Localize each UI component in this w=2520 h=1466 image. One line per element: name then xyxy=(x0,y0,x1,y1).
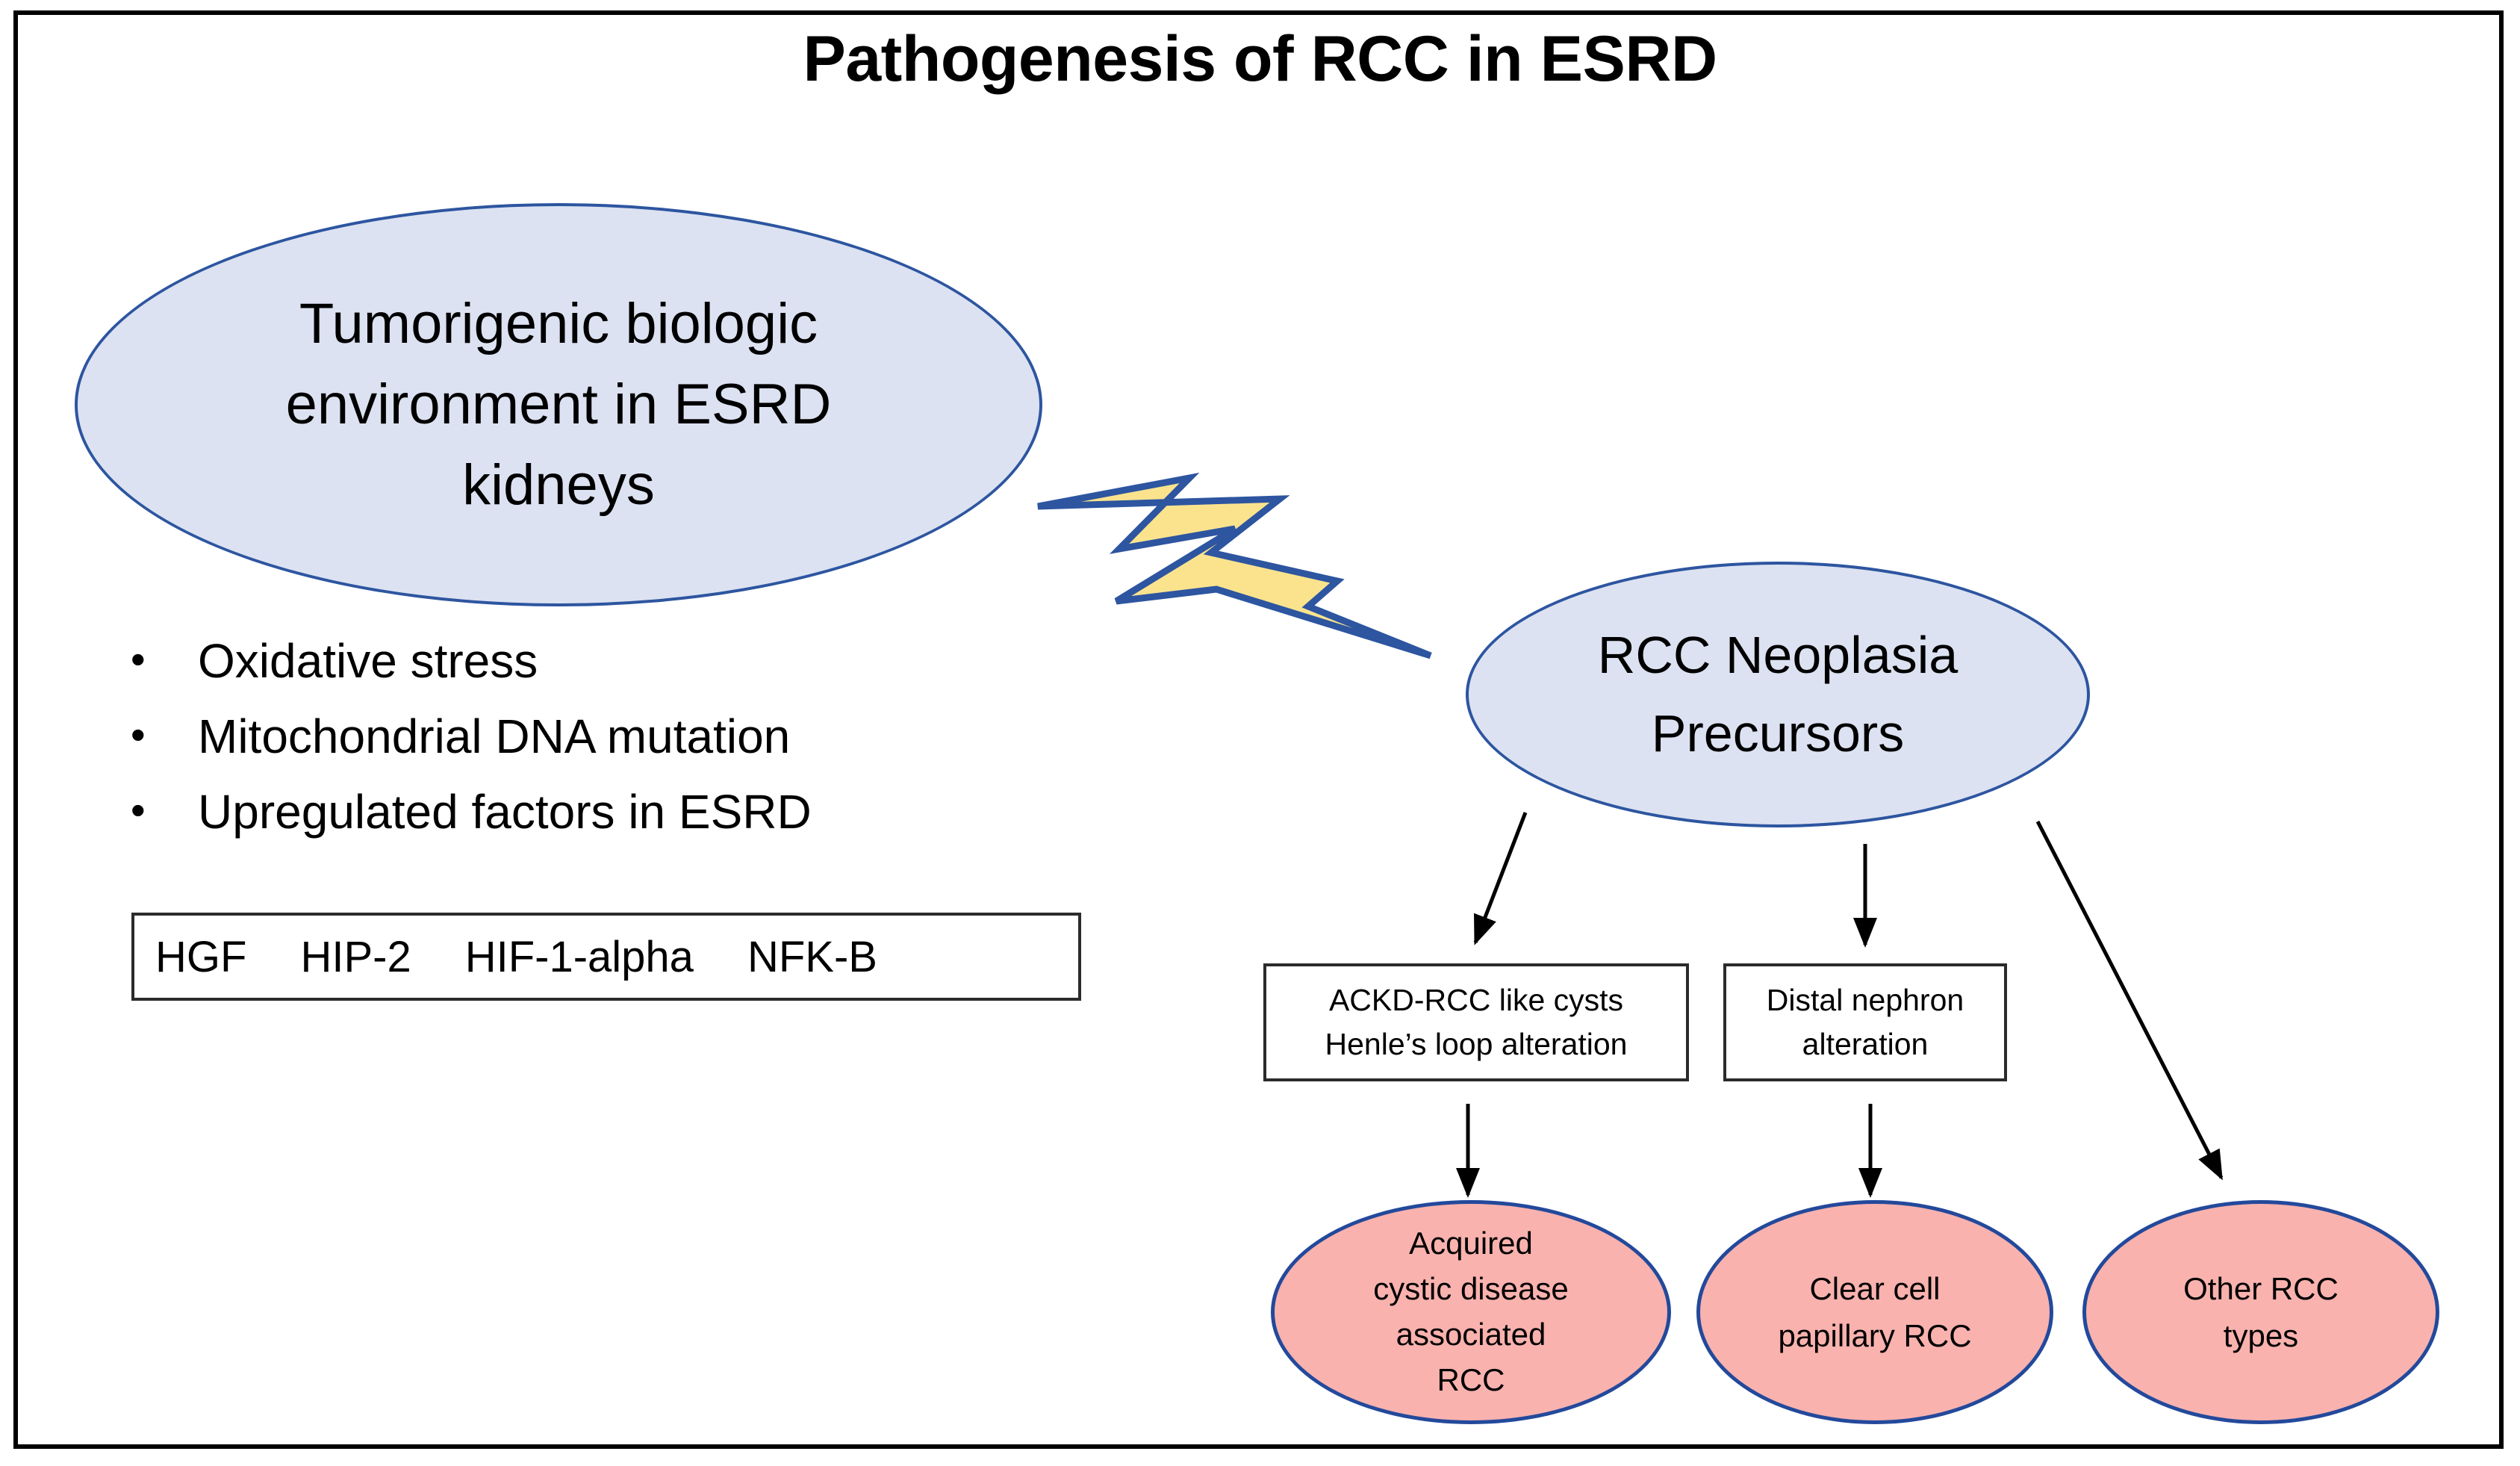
list-item: • Upregulated factors in ESRD xyxy=(131,778,1176,846)
node-other-rcc-types[interactable]: Other RCC types xyxy=(2082,1200,2439,1424)
box-label: ACKD-RCC like cysts Henle’s loop alterat… xyxy=(1325,978,1628,1067)
factor-label: NFK-B xyxy=(747,932,877,981)
box-label-line: alteration xyxy=(1802,1027,1929,1061)
node-acquired-cystic-disease-rcc[interactable]: Acquired cystic disease associated RCC xyxy=(1271,1200,1671,1424)
node-label: Other RCC types xyxy=(2183,1265,2339,1359)
box-label-line: Henle’s loop alteration xyxy=(1325,1027,1628,1061)
node-label-line: kidneys xyxy=(462,453,655,517)
node-label-line: Acquired xyxy=(1409,1226,1533,1261)
node-label-line: papillary RCC xyxy=(1778,1318,1972,1353)
factor-label: HIF-1-alpha xyxy=(464,932,694,981)
list-item-label: Mitochondrial DNA mutation xyxy=(198,709,791,763)
box-ackd-rcc-like-cysts[interactable]: ACKD-RCC like cysts Henle’s loop alterat… xyxy=(1263,963,1689,1081)
node-label-line: associated xyxy=(1396,1317,1546,1352)
node-label: Acquired cystic disease associated RCC xyxy=(1373,1221,1568,1403)
factor-label: HIP-2 xyxy=(300,932,411,981)
diagram-frame-border xyxy=(13,10,2504,1449)
box-label-line: ACKD-RCC like cysts xyxy=(1328,982,1624,1017)
node-tumorigenic-environment[interactable]: Tumorigenic biologic environment in ESRD… xyxy=(75,203,1042,606)
box-label-line: Distal nephron xyxy=(1766,982,1964,1017)
node-label-line: types xyxy=(2223,1318,2299,1353)
node-label: RCC Neoplasia Precursors xyxy=(1598,616,1958,773)
node-label-line: Precursors xyxy=(1651,704,1905,762)
node-label-line: environment in ESRD xyxy=(285,373,832,437)
node-label-line: Tumorigenic biologic xyxy=(299,292,818,356)
bullet-dot-icon: • xyxy=(131,636,146,683)
node-label: Tumorigenic biologic environment in ESRD… xyxy=(286,284,832,526)
factor-label: HGF xyxy=(155,932,247,981)
node-label-line: RCC xyxy=(1437,1361,1505,1397)
page-title: Pathogenesis of RCC in ESRD xyxy=(803,23,1717,95)
bullet-dot-icon: • xyxy=(131,786,146,833)
list-item-label: Oxidative stress xyxy=(198,634,538,688)
list-item-label: Upregulated factors in ESRD xyxy=(198,784,812,839)
upregulated-factors-box[interactable]: HGF HIP-2 HIF-1-alpha NFK-B xyxy=(131,913,1081,1001)
bullet-dot-icon: • xyxy=(131,710,146,758)
list-item: • Mitochondrial DNA mutation xyxy=(131,703,1176,771)
box-label: Distal nephron alteration xyxy=(1767,978,1964,1067)
node-rcc-neoplasia-precursors[interactable]: RCC Neoplasia Precursors xyxy=(1466,562,2090,827)
node-label-line: Clear cell xyxy=(1809,1271,1941,1306)
node-label-line: Other RCC xyxy=(2183,1271,2339,1306)
box-distal-nephron-alteration[interactable]: Distal nephron alteration xyxy=(1723,963,2007,1081)
bullet-list: • Oxidative stress • Mitochondrial DNA m… xyxy=(131,627,1176,854)
node-clear-cell-papillary-rcc[interactable]: Clear cell papillary RCC xyxy=(1696,1200,2053,1424)
node-label-line: RCC Neoplasia xyxy=(1597,626,1959,684)
list-item: • Oxidative stress xyxy=(131,627,1176,695)
factors-list: HGF HIP-2 HIF-1-alpha NFK-B xyxy=(134,932,877,982)
node-label: Clear cell papillary RCC xyxy=(1778,1265,1971,1359)
node-label-line: cystic disease xyxy=(1373,1271,1569,1307)
